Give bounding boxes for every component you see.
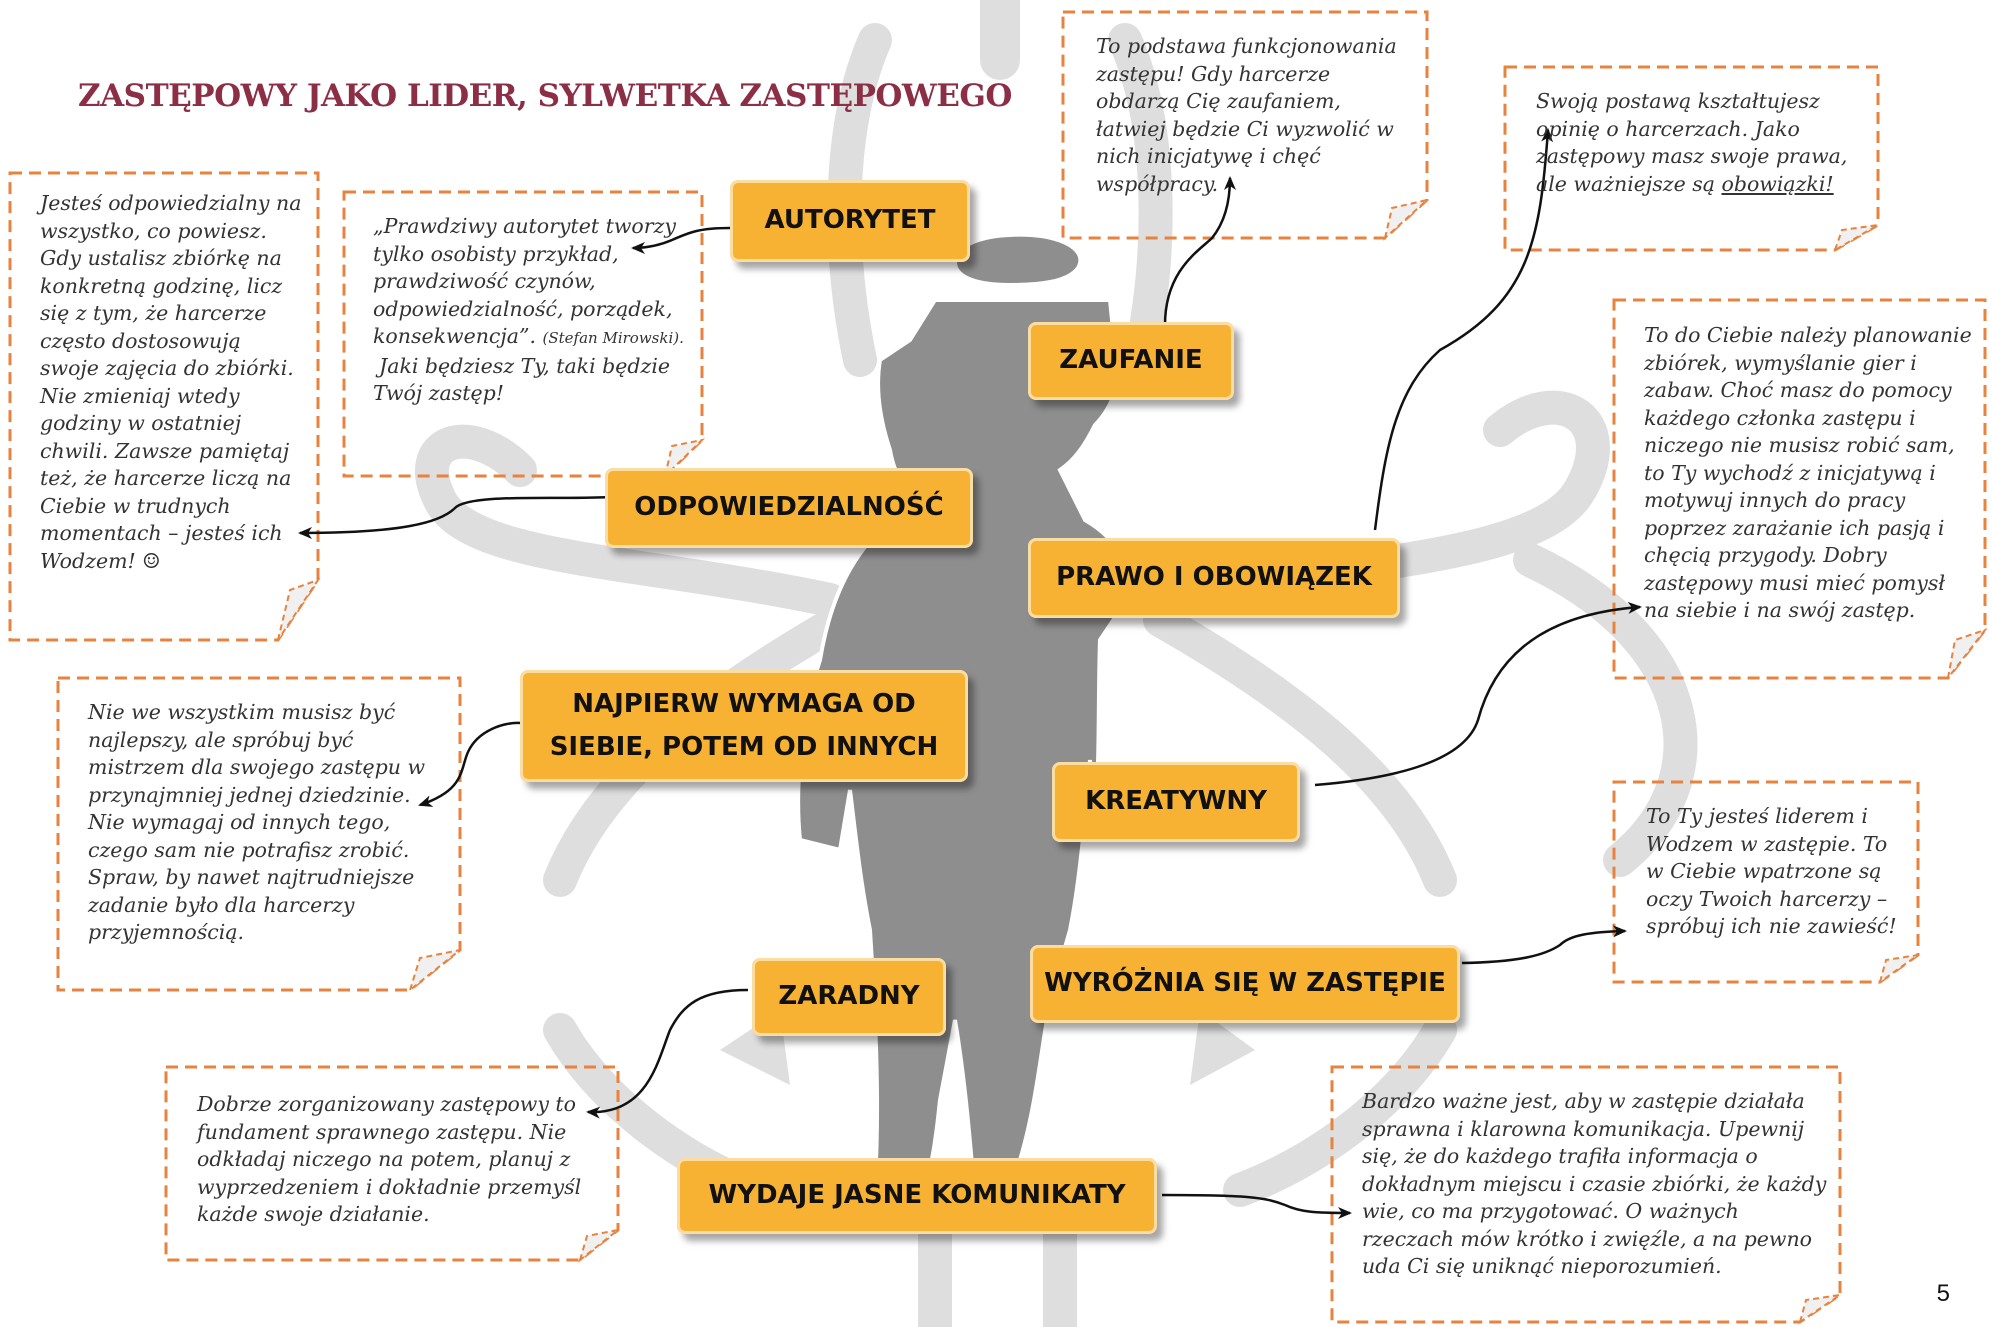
note-lider: To Ty jesteś liderem i Wodzem w zastępie… bbox=[1646, 804, 1897, 938]
note-postawa-main: Swoją postawą kształtujesz opinię o harc… bbox=[1536, 89, 1848, 196]
arrow-zaradny bbox=[586, 988, 749, 1119]
keyword-zaradny-label: ZARADNY bbox=[778, 981, 920, 1012]
keyword-kreatywny-label: KREATYWNY bbox=[1085, 786, 1267, 817]
note-autorytet-author: (Stefan Mirowski). bbox=[542, 329, 684, 347]
arrow-komunikaty bbox=[1161, 1193, 1352, 1219]
note-autorytet-follow: Jaki będziesz Ty, taki będzie Twój zastę… bbox=[373, 353, 671, 406]
arrow-kreatywny bbox=[1314, 601, 1642, 787]
note-autorytet-quote: „Prawdziwy autorytet tworzy tylko osobis… bbox=[373, 214, 676, 348]
note-komunikacja: Bardzo ważne jest, aby w zastępie działa… bbox=[1362, 1089, 1827, 1278]
keyword-najpierw-line2: SIEBIE, POTEM OD INNYCH bbox=[549, 732, 939, 762]
note-postawa: Swoją postawą kształtujesz opinię o harc… bbox=[1536, 88, 1866, 198]
note-planowanie: To do Ciebie należy planowanie zbiórek, … bbox=[1644, 323, 1972, 622]
note-zaufanie: To podstawa funkcjonowania zastępu! Gdy … bbox=[1096, 34, 1397, 196]
arrow-autorytet bbox=[631, 226, 731, 254]
note-border-zorganizowany bbox=[164, 1065, 620, 1262]
keyword-najpierw-wymaga: NAJPIERW WYMAGA OD SIEBIE, POTEM OD INNY… bbox=[520, 670, 968, 782]
page-title: ZASTĘPOWY JAKO LIDER, SYLWETKA ZASTĘPOWE… bbox=[78, 78, 1012, 114]
keyword-prawo-i-obowiazek-label: PRAWO I OBOWIĄZEK bbox=[1056, 562, 1372, 593]
keyword-prawo-i-obowiazek: PRAWO I OBOWIĄZEK bbox=[1028, 538, 1400, 618]
keyword-wyroznia-sie: WYRÓŻNIA SIĘ W ZASTĘPIE bbox=[1030, 945, 1460, 1023]
keyword-autorytet: AUTORYTET bbox=[730, 180, 970, 262]
keyword-jasne-komunikaty-label: WYDAJE JASNE KOMUNIKATY bbox=[708, 1180, 1126, 1211]
keyword-wyroznia-sie-label: WYRÓŻNIA SIĘ W ZASTĘPIE bbox=[1044, 968, 1446, 999]
note-najlepszy: Nie we wszystkim musisz być najlepszy, a… bbox=[88, 700, 426, 944]
arrow-odpowiedzialnosc bbox=[298, 495, 611, 539]
note-postawa-underlined: obowiązki! bbox=[1721, 171, 1834, 196]
note-autorytet: „Prawdziwy autorytet tworzy tylko osobis… bbox=[373, 213, 691, 408]
keyword-najpierw-line1: NAJPIERW WYMAGA OD bbox=[572, 689, 916, 720]
keyword-zaufanie: ZAUFANIE bbox=[1028, 322, 1234, 400]
note-folded-corners bbox=[277, 198, 1988, 1325]
arrow-najpierw bbox=[418, 721, 521, 807]
keyword-kreatywny: KREATYWNY bbox=[1052, 762, 1300, 842]
keyword-odpowiedzialnosc: ODPOWIEDZIALNOŚĆ bbox=[605, 468, 973, 548]
arrow-zaufanie bbox=[1163, 176, 1236, 326]
keyword-zaradny: ZARADNY bbox=[752, 958, 946, 1036]
keyword-jasne-komunikaty: WYDAJE JASNE KOMUNIKATY bbox=[677, 1158, 1157, 1234]
page-number: 5 bbox=[1936, 1280, 1950, 1307]
arrow-prawo bbox=[1373, 128, 1554, 531]
keyword-zaufanie-label: ZAUFANIE bbox=[1059, 345, 1203, 376]
keyword-odpowiedzialnosc-label: ODPOWIEDZIALNOŚĆ bbox=[634, 492, 944, 523]
keyword-autorytet-label: AUTORYTET bbox=[764, 205, 936, 236]
note-odpowiedzialny: Jesteś odpowiedzialny na wszystko, co po… bbox=[40, 191, 302, 573]
note-zorganizowany: Dobrze zorganizowany zastępowy to fundam… bbox=[197, 1092, 582, 1226]
arrow-wyroznia bbox=[1461, 925, 1627, 965]
